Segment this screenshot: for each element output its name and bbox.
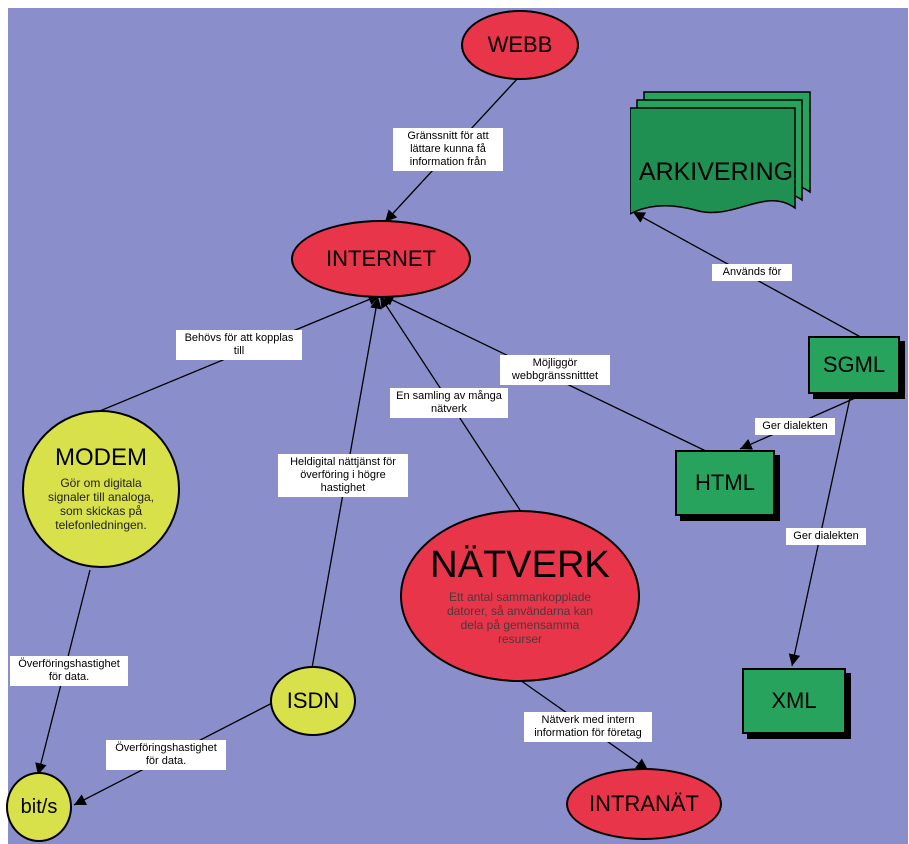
node-html: HTML — [675, 450, 775, 516]
modem-description: Gör om digitala signaler till analoga, s… — [47, 476, 155, 532]
node-internet: INTERNET — [291, 220, 471, 298]
sgml-title: SGML — [822, 352, 886, 377]
natverk-description: Ett antal sammankopplade datorer, så anv… — [446, 590, 594, 646]
node-intranat: INTRANÄT — [566, 768, 722, 840]
webb-title: WEBB — [487, 32, 553, 57]
node-xml: XML — [742, 668, 846, 734]
node-sgml: SGML — [808, 336, 900, 394]
node-modem: MODEM Gör om digitala signaler till anal… — [22, 410, 180, 568]
label-sgml-xml: Ger dialekten — [786, 528, 866, 545]
intranat-title: INTRANÄT — [589, 791, 699, 816]
bits-title: bit/s — [20, 796, 58, 818]
label-sgml-html: Ger dialekten — [755, 418, 835, 435]
label-natverk-intranat: Nätverk med intern information för föret… — [524, 712, 652, 742]
internet-title: INTERNET — [326, 246, 436, 271]
modem-title: MODEM — [55, 444, 147, 471]
isdn-title: ISDN — [286, 688, 340, 713]
node-isdn: ISDN — [270, 666, 356, 736]
label-sgml-arkivering: Används för — [712, 264, 792, 281]
label-html-internet: Möjliggör webbgränssnitttet — [500, 355, 610, 385]
natverk-title: NÄTVERK — [430, 544, 610, 586]
label-modem-bits: Överföringshastighet för data. — [10, 656, 128, 686]
xml-title: XML — [771, 688, 817, 713]
html-title: HTML — [695, 470, 755, 495]
node-webb: WEBB — [461, 10, 579, 80]
node-bits: bit/s — [6, 772, 72, 842]
label-webb-internet: Gränssnitt för att lättare kunna få info… — [393, 128, 503, 171]
node-natverk: NÄTVERK Ett antal sammankopplade datorer… — [400, 510, 640, 682]
label-natverk-internet: En samling av många nätverk — [390, 388, 508, 418]
arkivering-title: ARKIVERING — [638, 157, 794, 186]
node-arkivering: ARKIVERING — [636, 150, 796, 194]
label-isdn-bits: Överföringshastighet för data. — [106, 740, 226, 770]
label-modem-internet: Behövs för att kopplas till — [176, 330, 302, 360]
label-isdn-internet: Heldigital nättjänst för överföring i hö… — [278, 454, 408, 497]
arkivering-document-stack — [630, 91, 811, 215]
